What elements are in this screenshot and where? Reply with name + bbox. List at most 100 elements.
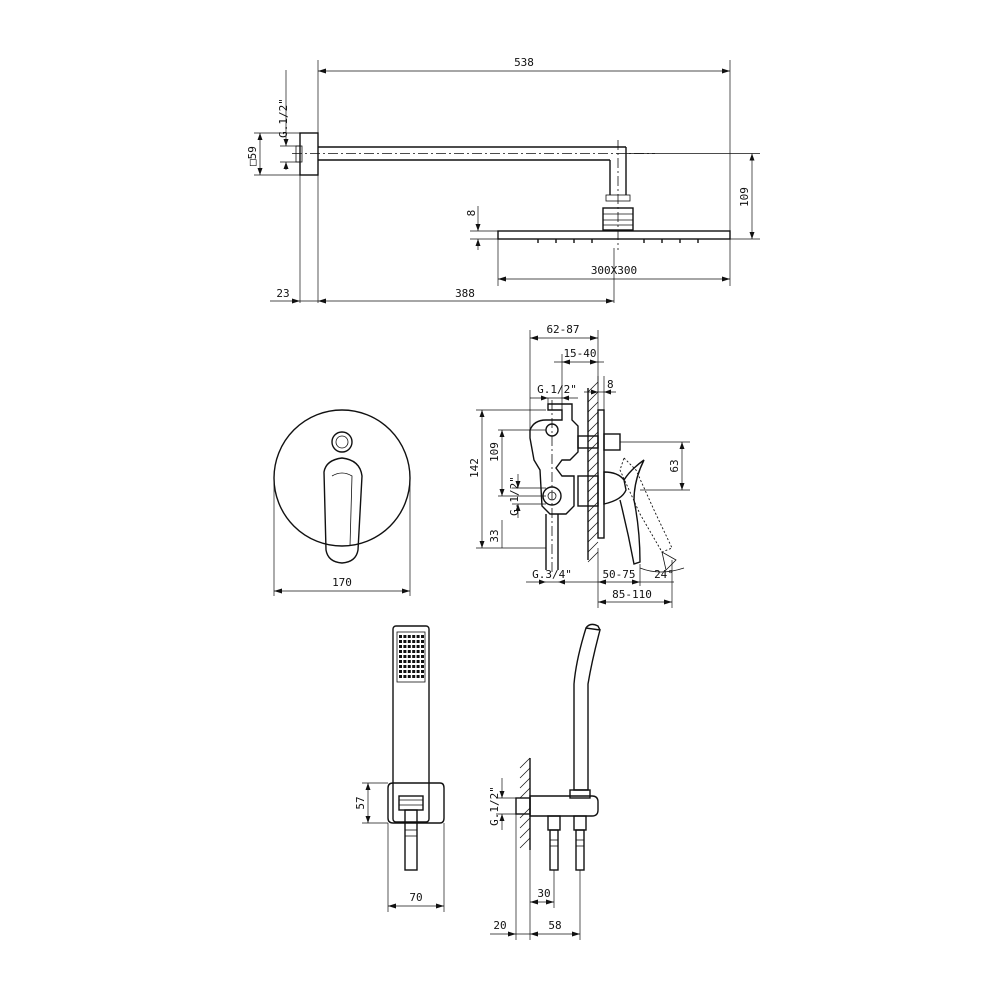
wall-outlet-thread — [515, 797, 531, 815]
spray-grid — [399, 635, 424, 678]
spray-nozzle — [403, 645, 407, 648]
dimension-plate-thickness: 8 — [584, 376, 616, 410]
dim-label-plate-thickness: 8 — [607, 378, 614, 391]
mixer-cover-plate — [597, 409, 605, 539]
lever-open-position — [619, 457, 673, 553]
spray-nozzle — [421, 665, 424, 668]
spray-nozzle — [399, 660, 402, 663]
dimension-adjust-range: 15-40 — [554, 347, 604, 404]
spray-nozzle — [407, 660, 411, 663]
spray-nozzle — [399, 650, 402, 653]
spray-nozzle — [416, 660, 420, 663]
spray-nozzle — [399, 665, 402, 668]
spray-nozzle — [421, 670, 424, 673]
spray-nozzle — [407, 635, 411, 638]
mixer-lever-side — [619, 459, 645, 565]
dim-label-adjust-range: 15-40 — [563, 347, 596, 360]
dim-label-thread-mid: G.1/2" — [508, 476, 521, 516]
spray-nozzle — [416, 670, 420, 673]
spray-nozzle — [399, 635, 402, 638]
spray-nozzle — [416, 675, 420, 678]
spray-nozzle — [416, 665, 420, 668]
spray-nozzle — [403, 660, 407, 663]
mixer-lever — [323, 457, 363, 564]
spray-nozzle — [416, 645, 420, 648]
dim-label-total-height: 142 — [468, 458, 481, 478]
dim-label-depth-range: 62-87 — [546, 323, 579, 336]
valve-body — [529, 403, 579, 515]
wall-flange — [299, 132, 319, 176]
dimension-bracket-height: 57 — [354, 782, 388, 824]
shower-nozzles — [537, 239, 699, 243]
spray-nozzle — [421, 645, 424, 648]
spray-nozzle — [421, 650, 424, 653]
spray-nozzle — [412, 635, 416, 638]
lever-base — [603, 471, 627, 505]
hand-shower-front-view: 57 70 — [354, 625, 445, 912]
dimension-thread-hand: G.1/2" — [488, 778, 516, 830]
dimension-plate-diameter: 170 — [273, 478, 411, 596]
dim-label-angle: 24° — [654, 568, 674, 581]
spray-nozzle — [403, 665, 407, 668]
dim-label-538: 538 — [514, 56, 534, 69]
dim-label-head-thickness: 8 — [465, 210, 478, 217]
dimension-head-thickness: 8 — [465, 206, 498, 250]
dim-label-109-arm: 109 — [738, 187, 751, 207]
spray-nozzle — [416, 640, 420, 643]
wall-hatch-mixer — [587, 381, 599, 563]
spray-nozzle — [412, 645, 416, 648]
diverter-button — [603, 433, 621, 451]
spray-nozzle — [412, 640, 416, 643]
spray-nozzle — [403, 655, 407, 658]
spray-nozzle — [407, 670, 411, 673]
spray-nozzle — [403, 670, 407, 673]
hose-elbow — [573, 815, 587, 831]
dim-label-upper-height: 109 — [488, 442, 501, 462]
dim-label-bracket-width: 70 — [409, 891, 422, 904]
hose-connector — [398, 795, 424, 811]
spray-nozzle — [403, 635, 407, 638]
dim-label-bracket-depth: 58 — [548, 919, 561, 932]
spray-nozzle — [421, 655, 424, 658]
spray-nozzle — [407, 655, 411, 658]
spray-nozzle — [403, 675, 407, 678]
spray-nozzle — [421, 675, 424, 678]
spray-nozzle — [407, 645, 411, 648]
outlet-fitting — [549, 829, 559, 871]
dimension-bracket-width: 70 — [387, 823, 445, 912]
dimension-flange: □59 — [246, 132, 300, 176]
spray-nozzle — [416, 655, 420, 658]
dim-label-thread-hand: G.1/2" — [488, 786, 501, 826]
dim-label-outlet-offset: 30 — [537, 887, 550, 900]
mixer-front-view: 170 — [273, 409, 411, 596]
wall-bracket-front — [387, 782, 445, 824]
hose-fitting-front — [404, 809, 418, 871]
hand-shower-head-side — [585, 623, 601, 631]
spray-nozzle — [399, 645, 402, 648]
dim-label-wall-offset-hand: 20 — [493, 919, 506, 932]
holder-ring — [569, 789, 591, 799]
mixer-lever-detail — [331, 472, 353, 547]
spray-nozzle — [416, 635, 420, 638]
spray-nozzle — [412, 660, 416, 663]
spray-nozzle — [416, 650, 420, 653]
dimension-arm-bottom: 23 388 — [270, 175, 615, 304]
dimension-depth-range: 62-87 — [529, 323, 599, 438]
dimension-thread-top: G.1/2" — [530, 383, 578, 410]
spray-nozzle — [399, 655, 402, 658]
dim-label-wall-offset: 23 — [276, 287, 289, 300]
shower-arm-view: 538 G.1/2" □59 109 — [246, 56, 760, 304]
hose-fitting-side — [575, 829, 585, 871]
dim-label-bracket-height: 57 — [354, 796, 367, 809]
wall-hatch-hand — [519, 757, 531, 850]
cartridge — [577, 475, 599, 507]
diverter-stem — [577, 435, 599, 449]
spray-nozzle — [412, 670, 416, 673]
dim-label-lower-height: 33 — [488, 529, 501, 542]
spray-nozzle — [412, 650, 416, 653]
spray-nozzle — [412, 675, 416, 678]
lever-tip — [661, 551, 677, 571]
spray-face — [396, 631, 426, 683]
dim-label-total-reach: 85-110 — [612, 588, 652, 601]
